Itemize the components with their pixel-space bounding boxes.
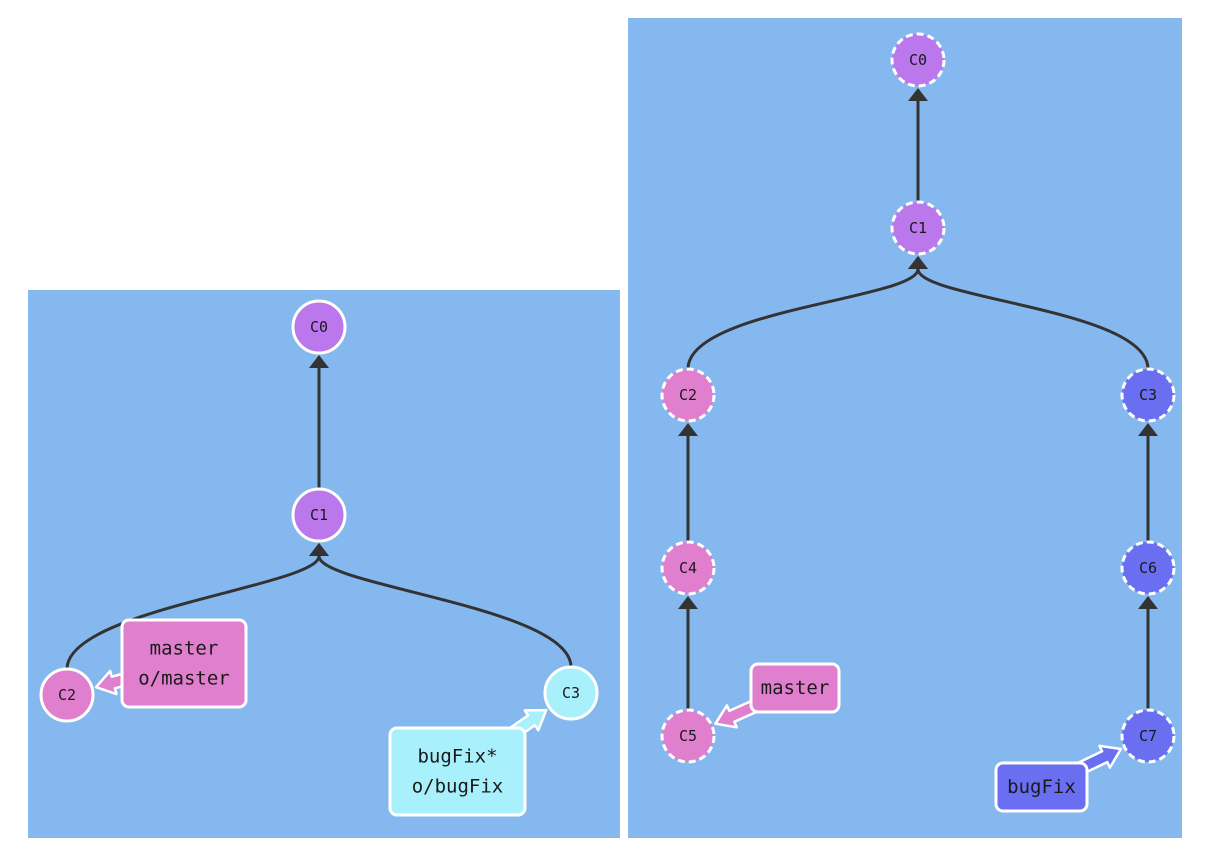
- commit-node: [890, 32, 946, 88]
- branch-pointer-master: master: [714, 662, 841, 729]
- arrowhead-C6-to-C3: [1138, 423, 1158, 436]
- branch-label-box: [120, 618, 248, 709]
- branch-label: o/bugFix: [412, 776, 504, 798]
- branch-label: o/master: [138, 668, 230, 690]
- commit-c0: C0: [890, 32, 946, 88]
- commit-label: C4: [679, 559, 697, 577]
- commit-c1: C1: [291, 487, 347, 543]
- arrowhead-C1-to-C0: [908, 88, 928, 101]
- commit-node: [1120, 367, 1176, 423]
- left-edges: [65, 355, 573, 670]
- commit-node: [39, 667, 95, 723]
- commit-c6: C6: [1120, 540, 1176, 596]
- edge-C2-to-C1: [65, 555, 321, 670]
- commit-node: [890, 200, 946, 256]
- commit-c3: C3: [543, 665, 599, 721]
- right-branch-pointers: master bugFix: [714, 662, 1123, 813]
- commit-label: C6: [1139, 559, 1157, 577]
- commit-label: C7: [1139, 727, 1157, 745]
- commit-label: C0: [909, 51, 927, 69]
- commit-label: C3: [562, 684, 580, 702]
- commit-node: [291, 299, 347, 355]
- arrowhead-C3-to-C1: [309, 543, 329, 556]
- commit-label: C0: [310, 318, 328, 336]
- commit-label: C5: [679, 727, 697, 745]
- arrowhead-C4-to-C2: [678, 423, 698, 436]
- commit-label: C3: [1139, 386, 1157, 404]
- arrowhead-C3-to-C1: [908, 256, 928, 269]
- branch-label: master: [761, 677, 830, 699]
- branch-label: master: [150, 638, 219, 660]
- arrowhead-C1-to-C0: [309, 355, 329, 368]
- commit-c7: C7: [1120, 708, 1176, 764]
- commit-node: [1120, 708, 1176, 764]
- commit-node: [660, 367, 716, 423]
- arrowhead-C7-to-C6: [1138, 596, 1158, 609]
- arrowhead-C5-to-C4: [678, 596, 698, 609]
- commit-label: C1: [909, 219, 927, 237]
- branch-pointer-bugfix: bugFix: [994, 744, 1123, 813]
- commit-node: [291, 487, 347, 543]
- commit-node: [660, 540, 716, 596]
- commit-c2: C2: [660, 367, 716, 423]
- branch-pointer-bugfix: bugFix* o/bugFix: [388, 708, 548, 817]
- edge-C2-to-C1: [686, 268, 920, 370]
- commit-node: [543, 665, 599, 721]
- branch-label-box: [994, 761, 1089, 813]
- branch-label-box: [749, 662, 841, 714]
- commit-label: C2: [58, 686, 76, 704]
- branch-pointer-master: master o/master: [94, 618, 248, 709]
- commit-c1: C1: [890, 200, 946, 256]
- commit-c0: C0: [291, 299, 347, 355]
- left-branch-pointers: master o/master bugFix* o/bugFix: [94, 618, 548, 817]
- commit-c2: C2: [39, 667, 95, 723]
- commit-c5: C5: [660, 708, 716, 764]
- commit-label: C2: [679, 386, 697, 404]
- branch-label: bugFix*: [417, 746, 497, 768]
- branch-label-box: [388, 726, 527, 817]
- commit-node: [660, 708, 716, 764]
- commit-c3: C3: [1120, 367, 1176, 423]
- edge-C3-to-C1: [317, 555, 573, 668]
- commit-node: [1120, 540, 1176, 596]
- branch-label: bugFix: [1007, 776, 1076, 798]
- right-edges: [678, 88, 1158, 710]
- edge-C3-to-C1: [916, 268, 1150, 370]
- commit-label: C1: [310, 506, 328, 524]
- commit-c4: C4: [660, 540, 716, 596]
